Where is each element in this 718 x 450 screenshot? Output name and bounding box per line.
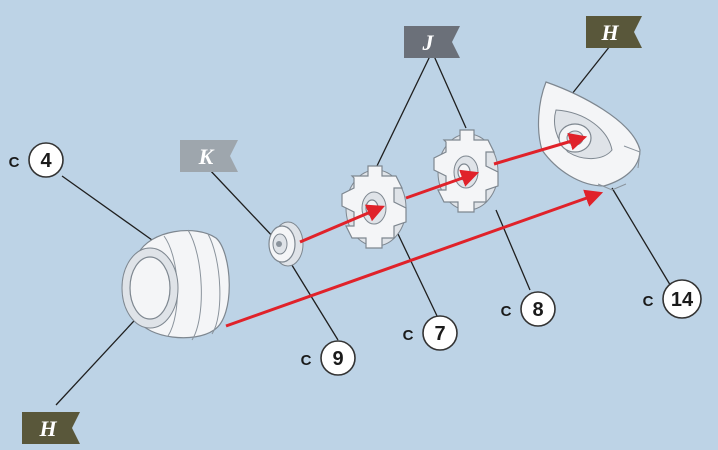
leader-k xyxy=(207,167,277,241)
part-cylinder xyxy=(121,229,230,341)
flag-j: J xyxy=(404,26,460,58)
part-housing xyxy=(537,81,641,191)
leader-c4 xyxy=(61,175,153,241)
callout-c14-prefix: C xyxy=(643,293,654,310)
callout-c7: C 7 xyxy=(403,315,458,351)
arrow-gear7-to-gear8 xyxy=(405,169,480,200)
part-gear-7 xyxy=(341,165,407,249)
leader-c14 xyxy=(611,187,673,289)
leader-c8 xyxy=(495,209,531,291)
callout-c4-number: 4 xyxy=(40,150,52,172)
arrow-knob-to-gear7 xyxy=(299,204,385,244)
part-knob xyxy=(268,221,304,267)
flag-j-letter: J xyxy=(422,30,435,55)
callout-c14-number: 14 xyxy=(671,289,694,311)
arrow-gear8-to-housing xyxy=(493,132,588,166)
callout-c4-prefix: C xyxy=(9,154,20,171)
flag-h-top: H xyxy=(586,16,642,48)
callout-c8: C 8 xyxy=(501,291,556,327)
leader-c7 xyxy=(397,233,439,319)
callout-c9-number: 9 xyxy=(332,348,343,370)
callout-c7-prefix: C xyxy=(403,327,414,344)
assembly-arrows xyxy=(225,132,604,328)
flag-h-top-letter: H xyxy=(600,20,619,45)
callout-c14: C 14 xyxy=(643,279,702,319)
flag-k-letter: K xyxy=(198,144,215,169)
leader-j-a xyxy=(375,55,431,169)
flag-h-bottom: H xyxy=(22,412,80,444)
callout-c8-number: 8 xyxy=(532,299,543,321)
callout-c4: C 4 xyxy=(9,142,64,178)
leader-h-bottom xyxy=(55,307,147,406)
callout-c7-number: 7 xyxy=(434,323,445,345)
leader-j-b xyxy=(433,55,467,129)
part-gear-8 xyxy=(433,129,499,213)
leader-lines xyxy=(55,45,673,406)
flag-h-bottom-letter: H xyxy=(38,416,57,441)
callout-c9-prefix: C xyxy=(301,352,312,369)
leader-c9 xyxy=(289,261,339,341)
callout-c9: C 9 xyxy=(301,340,356,376)
flag-k: K xyxy=(180,140,238,172)
arrow-cylinder-to-housing xyxy=(225,189,604,328)
callout-c8-prefix: C xyxy=(501,303,512,320)
